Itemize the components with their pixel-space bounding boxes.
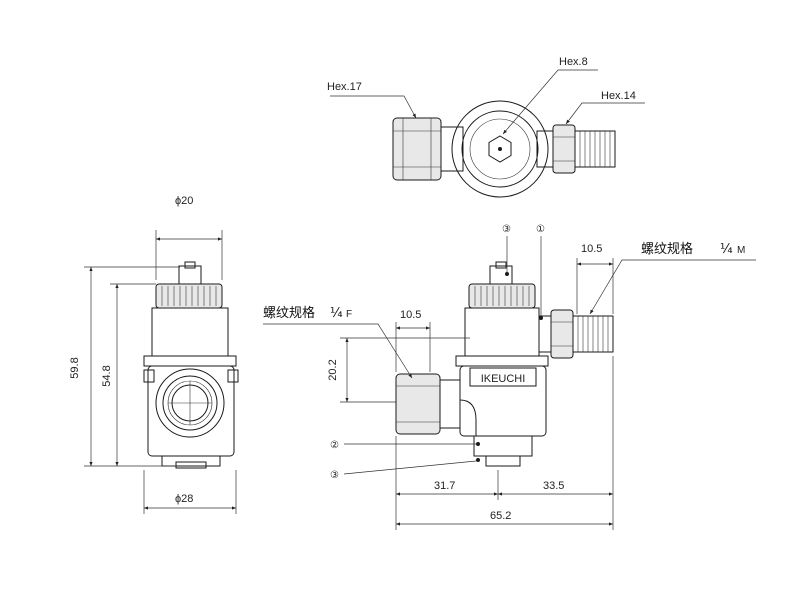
thread-spec-female: 螺纹规格 — [263, 305, 315, 321]
dim-20-2: 20.2 — [327, 359, 339, 380]
side-view: IKEUCHI ③ ① ② ③ 螺纹规格 ¼ F 螺纹规格 ¼ M — [263, 224, 756, 530]
side-hex14 — [550, 309, 574, 359]
hex8-socket — [488, 135, 512, 163]
dim-65-2: 65.2 — [490, 510, 511, 522]
thread-spec-male: 螺纹规格 — [641, 241, 693, 257]
brand-label: IKEUCHI — [481, 373, 526, 385]
hex14-nut — [552, 124, 576, 174]
callout-1: ① — [536, 224, 545, 235]
dim-phi20: ϕ20 — [175, 195, 193, 207]
front-knurled-cap — [155, 283, 223, 309]
dim-phi28: ϕ28 — [175, 493, 193, 505]
label-hex14: Hex.14 — [601, 90, 636, 102]
top-view: Hex.17 Hex.8 Hex.14 — [327, 56, 645, 198]
callout-2: ② — [330, 440, 339, 451]
front-view: ϕ20 ϕ28 59.8 54.8 — [69, 195, 239, 514]
front-port — [155, 368, 225, 438]
dim-10-5-right: 10.5 — [581, 243, 602, 255]
callout-3-top: ③ — [502, 224, 511, 235]
brand-plate — [469, 367, 537, 387]
dim-31-7: 31.7 — [434, 480, 455, 492]
label-hex8: Hex.8 — [559, 56, 588, 68]
thread-spec-male-suffix: M — [737, 245, 745, 256]
hex17-nut — [392, 117, 442, 181]
center-body-outer — [451, 100, 549, 198]
dim-10-5-left: 10.5 — [400, 309, 421, 321]
label-hex17: Hex.17 — [327, 81, 362, 93]
dim-59-8: 59.8 — [69, 357, 81, 378]
callout-3-bottom: ③ — [330, 470, 339, 481]
thread-spec-female-value: ¼ — [330, 306, 343, 321]
front-lower-body — [147, 365, 235, 457]
thread-spec-female-suffix: F — [346, 309, 352, 320]
dim-54-8: 54.8 — [101, 365, 113, 386]
side-hex17 — [395, 373, 441, 435]
side-knurled-cap — [468, 283, 536, 309]
dim-33-5: 33.5 — [543, 480, 564, 492]
thread-spec-male-value: ¼ — [720, 242, 733, 257]
